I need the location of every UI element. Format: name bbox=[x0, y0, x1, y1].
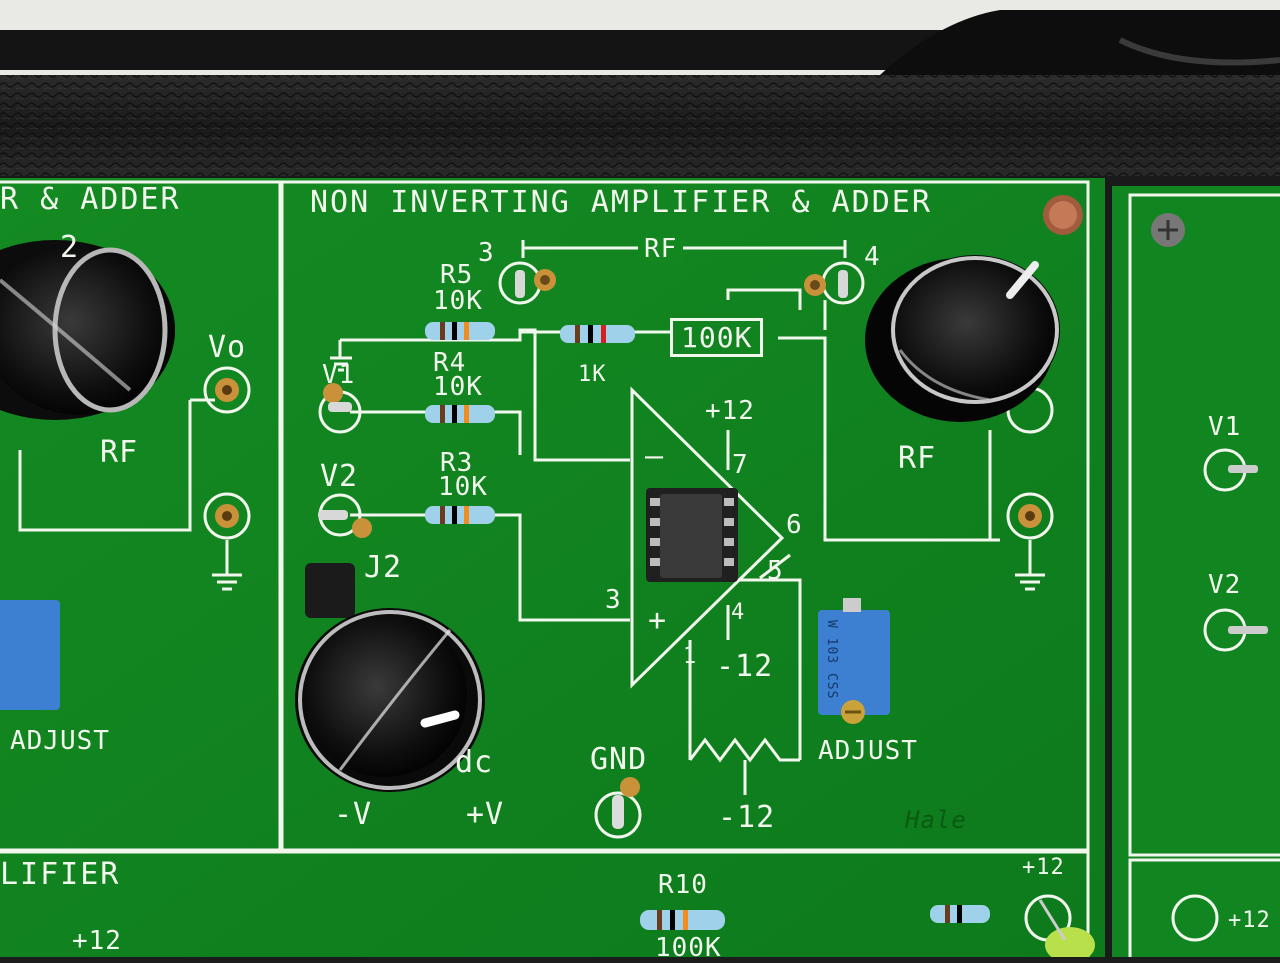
rf-bracket-label: RF bbox=[638, 236, 684, 262]
adjust-left-label: ADJUST bbox=[10, 726, 110, 756]
vo-left-label: Vo bbox=[208, 330, 247, 365]
adjust-right-label: ADJUST bbox=[818, 736, 918, 766]
terminal-4-label: 4 bbox=[864, 242, 881, 272]
trimmer-code: W 103 CSS bbox=[824, 620, 839, 700]
r10-name: R10 bbox=[658, 870, 708, 900]
r10-value: 100K bbox=[655, 933, 722, 963]
r3-name: R3 bbox=[440, 448, 474, 478]
pin7-label: 7 bbox=[732, 450, 749, 480]
pin3-chip-label: 3 bbox=[605, 585, 622, 615]
pin6-label: 6 bbox=[786, 510, 803, 540]
plus12-far-right-label: +12 bbox=[1228, 908, 1271, 933]
board-title: NON INVERTING AMPLIFIER & ADDER bbox=[310, 185, 932, 220]
pot-100k-label: 100K bbox=[670, 318, 764, 357]
right-v1-label: V1 bbox=[1208, 412, 1242, 442]
v2-label: V2 bbox=[320, 459, 359, 494]
r3-value: 10K bbox=[438, 472, 488, 502]
pos-v-label: +V bbox=[466, 797, 505, 832]
v1-label: V1 bbox=[322, 360, 356, 390]
r-1k-label: 1K bbox=[578, 362, 607, 387]
right-v2-label: V2 bbox=[1208, 570, 1242, 600]
plus12-bottom-right-label: +12 bbox=[1022, 855, 1065, 880]
plus12-bottom-left-label: +12 bbox=[72, 926, 122, 956]
rf-left-label: RF bbox=[100, 435, 139, 470]
rf-right-label: RF bbox=[898, 441, 937, 476]
r4-name: R4 bbox=[433, 348, 467, 378]
left-board-title: R & ADDER bbox=[0, 182, 181, 217]
r5-value: 10K bbox=[433, 286, 483, 316]
pin5-label: 5 bbox=[767, 556, 784, 586]
pin4-chip-label: 4 bbox=[731, 600, 746, 625]
inverting-input-sign: — bbox=[645, 439, 665, 474]
terminal-3-label: 3 bbox=[478, 238, 495, 268]
noninverting-input-sign: + bbox=[648, 603, 668, 638]
pin1-label: 1 bbox=[683, 644, 698, 669]
r4-value: 10K bbox=[433, 372, 483, 402]
dc-label: dc bbox=[455, 745, 494, 780]
marker-scribble: Hale bbox=[905, 806, 967, 834]
j2-label: J2 bbox=[364, 550, 403, 585]
gnd-label: GND bbox=[590, 742, 648, 777]
r5-name: R5 bbox=[440, 260, 474, 290]
minus12-bottom-label: -12 bbox=[718, 800, 776, 835]
bottom-left-title: LIFIER bbox=[0, 857, 121, 892]
minus12-pin4-label: -12 bbox=[716, 649, 774, 684]
neg-v-label: -V bbox=[334, 797, 373, 832]
left-pin-label: 2 bbox=[60, 230, 80, 265]
plus12-label: +12 bbox=[705, 396, 755, 426]
